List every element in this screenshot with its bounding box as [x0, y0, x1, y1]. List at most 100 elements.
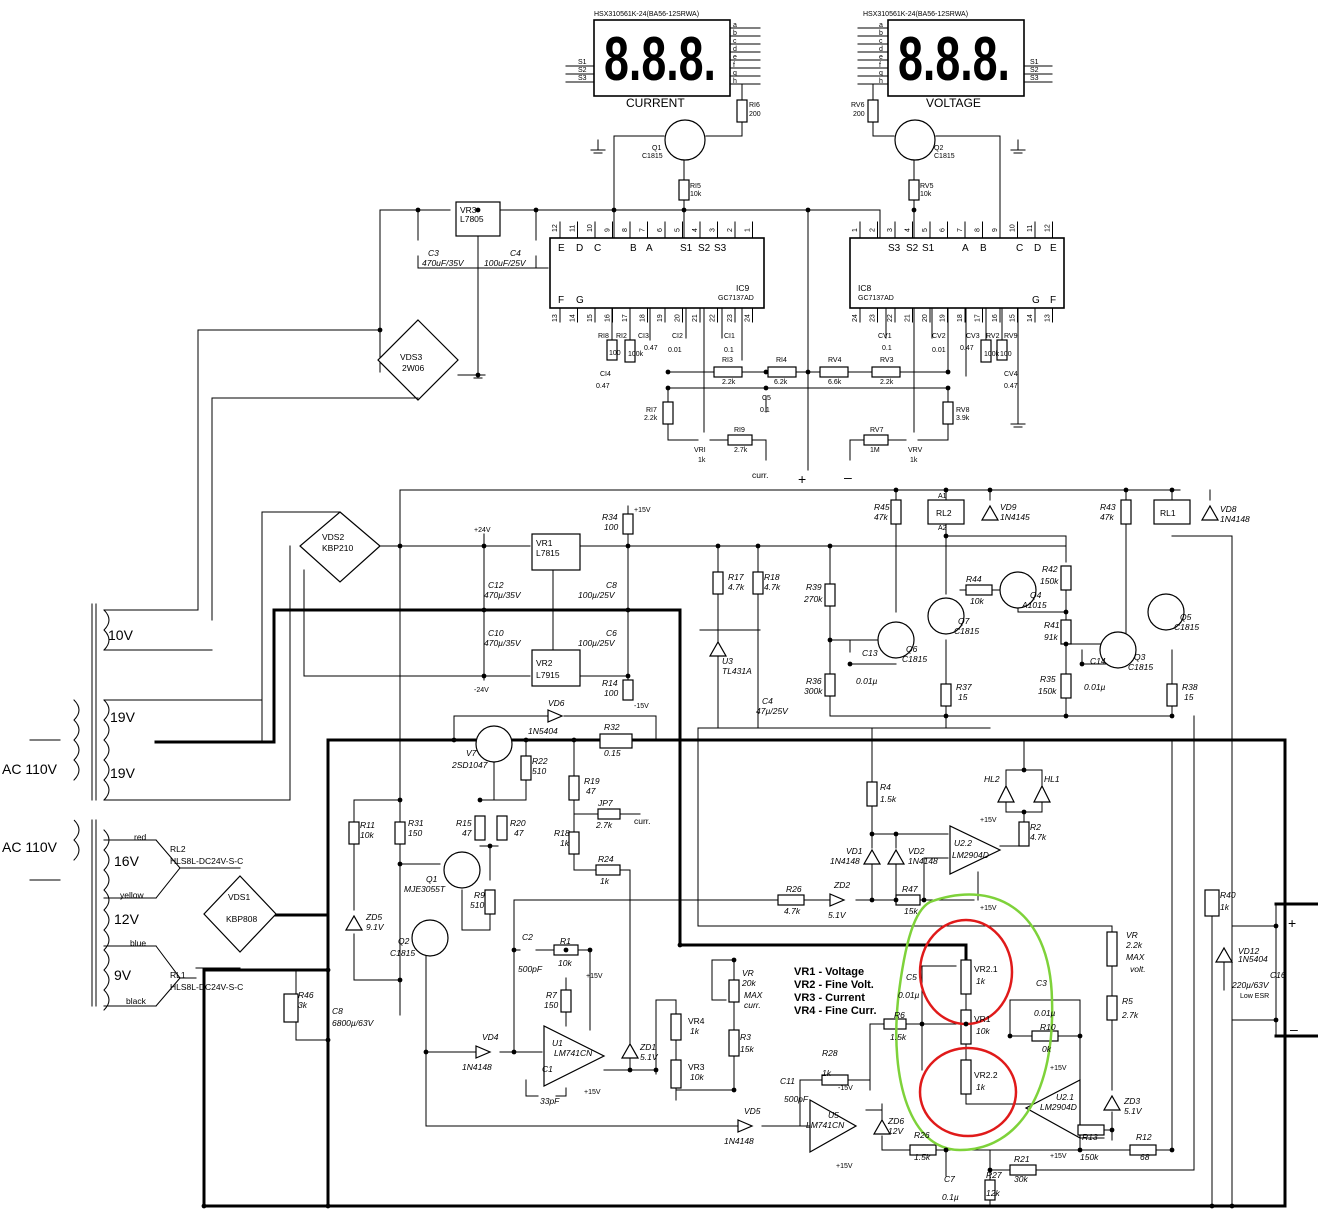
component-label: R18 [554, 828, 570, 838]
u1-opamp [543, 1025, 606, 1087]
component-label: 10V [108, 627, 134, 643]
scan-line-label: S2 [1030, 67, 1039, 74]
chip-pin-name: S3 [888, 243, 901, 254]
component-label: 33pF [540, 1096, 560, 1106]
chip-pin-number: 13 [1045, 314, 1052, 322]
component-label: 2W06 [402, 363, 424, 373]
component-label: R15 [456, 818, 472, 828]
component-label: R44 [966, 574, 982, 584]
chip-pin-name: F [558, 295, 564, 306]
component-label: RI7 [646, 407, 657, 414]
component-label: R24 [598, 854, 614, 864]
component-label: 1.5k [890, 1032, 907, 1042]
display-pin-label: f [879, 62, 881, 69]
component-label: R41 [1044, 620, 1060, 630]
component-label: 47 [586, 786, 596, 796]
component-label: R35 [1040, 674, 1056, 684]
component-label: C1815 [390, 948, 415, 958]
component-label: R11 [360, 820, 375, 830]
chip-pin-name: C [594, 243, 601, 254]
component-label: RI9 [734, 427, 745, 434]
component-label: 47k [874, 512, 888, 522]
component-label: RL1 [1160, 508, 1176, 518]
component-label: A1 [938, 493, 947, 500]
component-label: VR1 [974, 1014, 991, 1024]
r35-resistor [1060, 673, 1072, 699]
component-label: RI8 [598, 333, 609, 340]
rl1-coil [1153, 499, 1191, 525]
chip-pin-number: 1 [745, 228, 752, 232]
component-label: C1815 [902, 654, 927, 664]
component-label: 0.1 [724, 347, 734, 354]
component-label: 19V [110, 765, 136, 781]
component-label: ZD1 [639, 1042, 656, 1052]
component-label: 15k [904, 906, 918, 916]
r13-resistor [1077, 1124, 1105, 1136]
component-label: 15 [1184, 692, 1194, 702]
component-label: -24V [474, 687, 489, 694]
component-label: R6 [894, 1010, 905, 1020]
component-label: 100 [609, 350, 621, 357]
chip-pin-number: 20 [922, 314, 929, 322]
component-label: 3k [298, 1000, 308, 1010]
chip-pin-number: 4 [905, 228, 912, 232]
r40-resistor [1204, 889, 1220, 917]
r28-resistor [821, 1074, 849, 1086]
component-label: 1k [976, 1082, 986, 1092]
r41-resistor [1060, 619, 1072, 645]
component-label: 4.7k [784, 906, 801, 916]
chip-pin-number: 7 [640, 228, 647, 232]
vd6-diode [547, 709, 564, 723]
r9-resistor [484, 889, 496, 915]
chip-pin-number: 6 [940, 228, 947, 232]
chip-pin-number: 3 [887, 228, 894, 232]
component-label: 2.7k [734, 447, 748, 454]
display-pin-label: d [733, 46, 737, 53]
component-label: 100µ/25V [578, 590, 616, 600]
component-label: VD6 [548, 698, 565, 708]
component-label: 0.01µ [898, 990, 920, 1000]
component-label: 10k [360, 830, 374, 840]
display-pin-label: a [879, 22, 883, 29]
component-label: 20k [741, 978, 756, 988]
component-label: RV5 [920, 183, 934, 190]
component-label: VD8 [1220, 504, 1237, 514]
component-label: R38 [1182, 682, 1198, 692]
scan-line-label: S3 [1030, 75, 1039, 82]
component-label: R1 [560, 936, 571, 946]
chip-pin-number: 12 [1045, 224, 1052, 232]
component-label: MAX [744, 990, 763, 1000]
component-label: R2 [1030, 822, 1041, 832]
component-label: CI3 [638, 333, 649, 340]
component-label: RL2 [170, 844, 186, 854]
component-label: Q2 [934, 145, 943, 152]
vd2-diode [886, 848, 906, 865]
component-label: + [1288, 915, 1296, 931]
component-label: 4.7k [1030, 832, 1047, 842]
chip-pin-name: A [646, 243, 653, 254]
component-label: R3 [740, 1032, 751, 1042]
component-label: R12 [1136, 1132, 1152, 1142]
component-label: 100µ/25V [578, 638, 616, 648]
r31-resistor [394, 821, 406, 845]
component-label: MJE3055T [404, 884, 446, 894]
chip-pin-number: 24 [852, 314, 859, 322]
vr1-regulator [531, 533, 581, 571]
component-label: R19 [584, 776, 600, 786]
chip-pin-number: 3 [710, 228, 717, 232]
component-label: VR4 [688, 1016, 705, 1026]
component-label: CV3 [966, 333, 980, 340]
q2-c1815-transistor [411, 919, 449, 957]
component-label: C12 [488, 580, 504, 590]
vr1-pot [960, 1009, 972, 1045]
component-label: +15V [634, 507, 651, 514]
component-label: 10k [976, 1026, 990, 1036]
r6-resistor [883, 1018, 907, 1030]
component-label: C2 [522, 932, 533, 942]
chip-pin-number: 16 [605, 314, 612, 322]
component-label: R7 [546, 990, 557, 1000]
component-label: 68 [1140, 1152, 1150, 1162]
r22-resistor [520, 755, 532, 781]
current-display-part: HSX310561K-24(BA56-12SRWA) [594, 11, 699, 18]
